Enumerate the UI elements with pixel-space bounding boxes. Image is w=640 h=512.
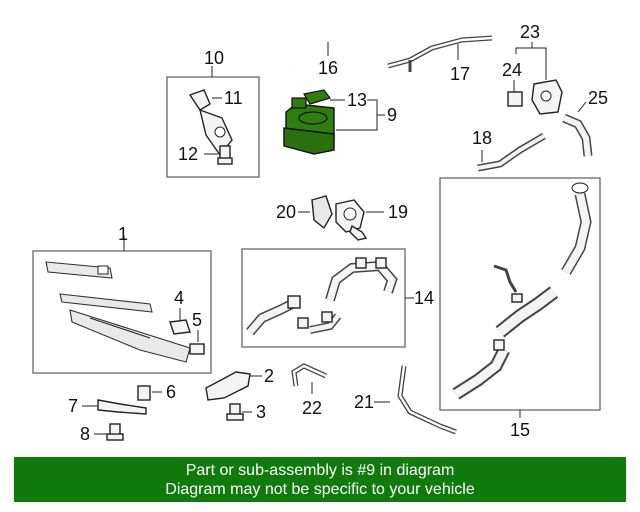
part-23-housing[interactable] [531,79,563,115]
callout-19: 19 [388,202,408,222]
part-14-hoses[interactable] [246,257,398,336]
part-8-bolt[interactable] [106,423,124,441]
part-2-bracket[interactable] [205,371,251,401]
callout-22: 22 [302,398,322,418]
callout-14: 14 [414,288,434,308]
callout-24: 24 [502,60,522,80]
callout-12: 12 [178,144,198,164]
callout-21: 21 [354,392,374,412]
callout-13: 13 [347,90,367,110]
part-1-radiator-support[interactable] [45,261,191,363]
part-17-hose[interactable] [387,35,493,72]
callout-18: 18 [472,128,492,148]
callout-11: 11 [224,88,243,108]
callout-5: 5 [192,310,202,330]
part-19-thermostat[interactable] [335,199,368,241]
group-box-1 [32,250,212,374]
part-16-hose[interactable] [290,32,369,67]
part-13-cap[interactable] [303,89,331,105]
callout-9: 9 [387,105,397,125]
callout-15: 15 [510,420,530,440]
callout-6: 6 [166,382,176,402]
callout-7: 7 [68,396,78,416]
part-6-clip[interactable] [137,385,151,401]
callout-2: 2 [264,366,274,386]
callout-16: 16 [318,58,338,78]
part-12[interactable] [217,145,233,165]
part-25-pipe[interactable] [562,113,593,157]
part-9-reservoir[interactable] [283,97,335,155]
callout-10: 10 [204,48,224,68]
part-18-hose[interactable] [477,132,546,172]
part-5-valve[interactable] [189,343,205,355]
part-7-bracket[interactable] [97,399,147,415]
part-24-clip[interactable] [507,91,523,107]
part-3-bolt[interactable] [226,403,244,421]
group-box-10 [166,76,260,178]
callout-1: 1 [118,224,128,244]
callout-20: 20 [276,202,296,222]
part-20-gasket[interactable] [311,195,333,230]
part-4-clip[interactable] [169,319,191,335]
callout-23: 23 [520,22,540,42]
callout-25: 25 [588,88,608,108]
callout-17: 17 [450,64,470,84]
callout-3: 3 [256,402,266,422]
callout-8: 8 [80,424,90,444]
part-15-hoses[interactable] [452,182,592,400]
part-22-hose[interactable] [291,363,328,387]
part-21-pipe[interactable] [397,365,457,435]
callout-4: 4 [174,288,184,308]
banner-line-2: Diagram may not be specific to your vehi… [165,480,475,498]
info-banner: Part or sub-assembly is #9 in diagram Di… [14,457,626,502]
banner-line-1: Part or sub-assembly is #9 in diagram [185,461,455,479]
